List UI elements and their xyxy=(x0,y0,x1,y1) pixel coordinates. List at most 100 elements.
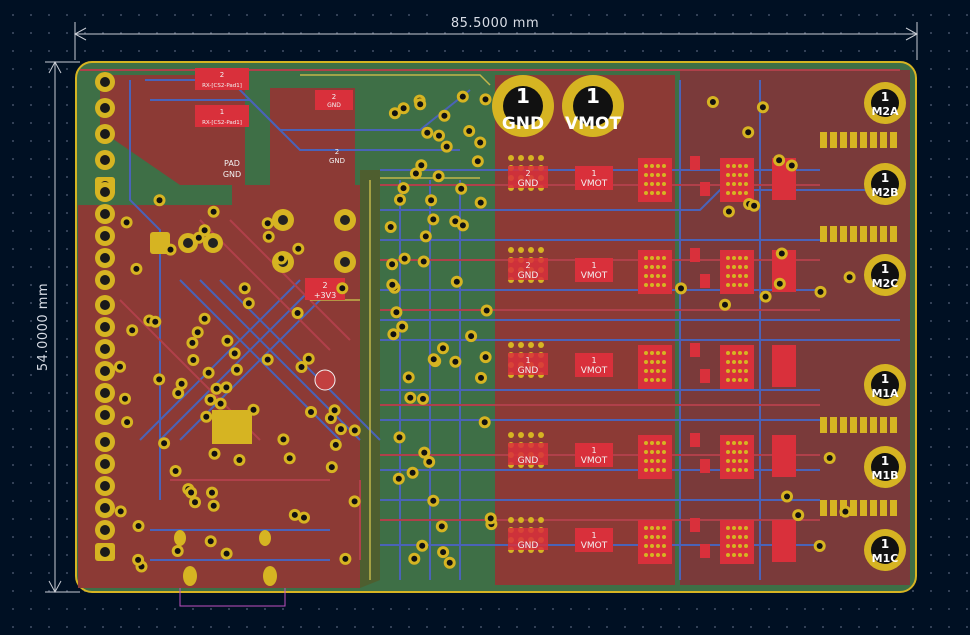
mosfet-vmot-number: 1 xyxy=(591,169,596,178)
via xyxy=(427,353,440,366)
terminal-gnd[interactable]: 1 GND xyxy=(492,75,554,137)
svg-text:PAD: PAD xyxy=(224,159,240,168)
terminal-vmot[interactable]: 1 VMOT xyxy=(562,75,624,137)
via xyxy=(192,231,205,244)
mosfet-vmot-label: VMOT xyxy=(581,541,608,551)
via xyxy=(748,199,761,212)
via xyxy=(415,159,428,172)
via xyxy=(291,307,304,319)
via xyxy=(242,297,255,310)
via xyxy=(283,452,296,465)
via xyxy=(719,298,731,311)
motor-terminal-name: M1B xyxy=(872,469,899,482)
header-pin xyxy=(95,432,115,452)
via xyxy=(348,424,361,437)
via xyxy=(419,230,432,243)
via xyxy=(392,472,405,485)
via xyxy=(406,466,419,479)
via xyxy=(843,271,856,284)
terminal-gnd-number: 1 xyxy=(516,84,530,108)
via xyxy=(261,353,274,366)
via xyxy=(325,461,338,474)
mosfet-gnd-number: 2 xyxy=(525,169,530,178)
via xyxy=(230,363,243,376)
via xyxy=(423,455,436,468)
via xyxy=(675,282,687,295)
mosfet-gnd-label: GND xyxy=(518,366,539,376)
via xyxy=(336,282,349,295)
via xyxy=(706,96,719,108)
via xyxy=(277,433,290,446)
header-pin xyxy=(95,150,115,170)
motor-terminal-name: M1C xyxy=(872,552,899,565)
via xyxy=(119,392,131,405)
via xyxy=(153,194,166,207)
via xyxy=(722,205,735,218)
mosfet-vmot-number: 1 xyxy=(591,356,596,365)
via xyxy=(432,170,445,183)
svg-text:2: 2 xyxy=(332,93,336,101)
via xyxy=(785,159,798,172)
mosfet-gnd-label: GND xyxy=(518,541,539,551)
resistor-arrays xyxy=(820,132,897,516)
header-pin xyxy=(95,383,115,403)
via xyxy=(433,129,445,142)
gnd-top-label: 2 GND xyxy=(329,148,345,165)
via xyxy=(220,547,233,560)
header-pin xyxy=(95,182,115,202)
header-pin xyxy=(95,295,115,315)
via xyxy=(186,336,199,349)
mosfet-gnd-label: GND xyxy=(518,456,539,466)
via xyxy=(221,334,234,347)
svg-text:2: 2 xyxy=(322,281,327,290)
header-pin xyxy=(95,454,115,474)
mosfet-vmot-label: VMOT xyxy=(581,366,608,376)
header-pin xyxy=(95,204,115,224)
height-dimension-label: 54.0000 mm xyxy=(36,283,51,371)
gnd-small-label: 2 GND xyxy=(315,90,353,110)
via xyxy=(479,93,492,106)
via xyxy=(228,347,241,360)
via xyxy=(475,371,487,384)
via xyxy=(233,454,246,466)
via xyxy=(437,546,450,559)
via xyxy=(394,193,406,206)
via xyxy=(292,242,305,255)
header-pin xyxy=(95,498,115,518)
header-pin xyxy=(95,248,115,268)
mosfet-vmot-number: 1 xyxy=(591,446,596,455)
header-pin xyxy=(95,361,115,381)
via xyxy=(443,556,456,569)
via xyxy=(416,539,429,552)
motor-terminal-name: M2A xyxy=(871,105,899,118)
mosfet-vmot-number: 1 xyxy=(591,531,596,540)
via xyxy=(214,397,227,410)
via xyxy=(742,126,755,139)
via xyxy=(295,361,308,373)
motor-terminal-number: 1 xyxy=(881,262,889,276)
via xyxy=(149,315,162,328)
via xyxy=(204,535,217,548)
via xyxy=(207,499,220,512)
via xyxy=(449,355,462,368)
via xyxy=(387,328,400,341)
via xyxy=(813,540,826,552)
svg-text:GND: GND xyxy=(329,157,345,165)
via xyxy=(427,213,440,226)
via xyxy=(288,508,301,521)
via xyxy=(185,486,198,499)
header-pin xyxy=(95,520,115,540)
svg-text:2: 2 xyxy=(335,148,339,156)
svg-text:RX-[CS2-Pad1]: RX-[CS2-Pad1] xyxy=(202,83,242,89)
via xyxy=(305,406,317,418)
via xyxy=(339,552,352,565)
